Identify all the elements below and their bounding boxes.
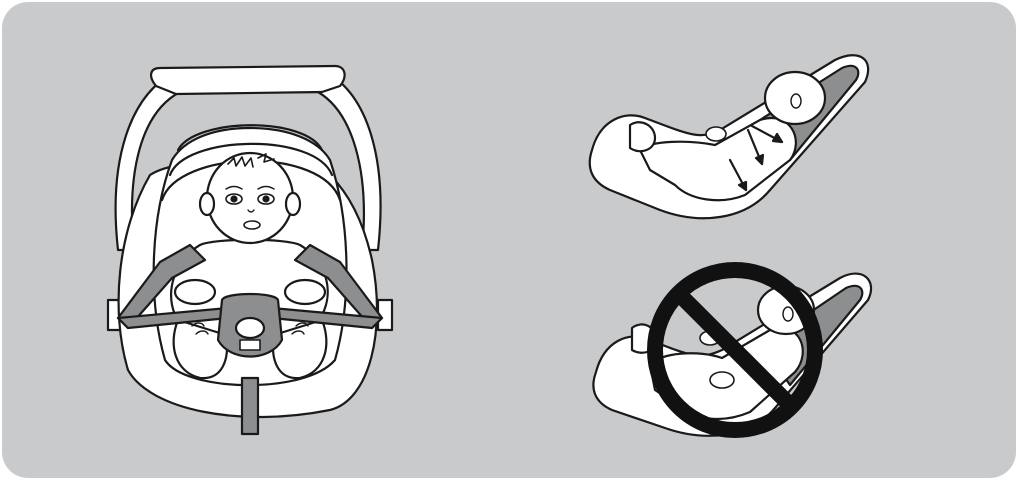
figure-canvas <box>0 0 1020 482</box>
instruction-figure <box>0 0 1020 482</box>
